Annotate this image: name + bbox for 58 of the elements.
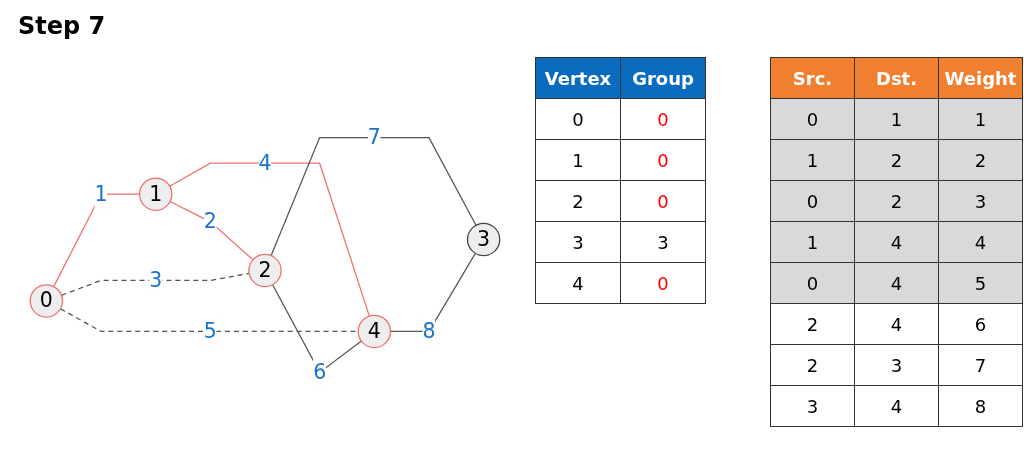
table-cell: 2	[938, 139, 1023, 181]
table-cell: 2	[770, 303, 855, 345]
column-header: Src.	[770, 57, 855, 99]
column-header: Group	[620, 57, 706, 99]
edge-label: 5	[203, 318, 217, 343]
table-cell: 1	[938, 98, 1023, 140]
table-cell: 4	[854, 221, 939, 263]
table-cell: 1	[770, 139, 855, 181]
column-header: Dst.	[854, 57, 939, 99]
table-cell: 3	[770, 385, 855, 427]
connector	[59, 308, 359, 333]
table-cell: 0	[770, 262, 855, 304]
table-cell: 3	[938, 180, 1023, 222]
edge-label: 6	[313, 359, 327, 384]
table-cell: 3	[854, 344, 939, 386]
node-circle: 1	[138, 177, 173, 211]
table-cell: 2	[854, 139, 939, 181]
edge-label: 3	[149, 267, 163, 292]
connector	[169, 162, 370, 317]
table-cell: 0	[770, 98, 855, 140]
column-header: Weight	[938, 57, 1023, 99]
table-cell: 1	[535, 139, 621, 181]
table-cell: 1	[854, 98, 939, 140]
node-circle: 3	[466, 222, 501, 257]
edge-label: 2	[203, 209, 217, 234]
node-circle: 0	[29, 284, 64, 318]
table-cell: 0	[620, 139, 706, 181]
node-circle: 4	[357, 314, 392, 349]
node-circle: 2	[248, 253, 282, 288]
table-cell: 2	[854, 180, 939, 222]
table-cell: 1	[770, 221, 855, 263]
table-cell: 0	[620, 262, 706, 304]
table-cell: 0	[535, 98, 621, 140]
table-cell: 7	[938, 344, 1023, 386]
table-cell: 5	[938, 262, 1023, 304]
table-cell: 0	[770, 180, 855, 222]
table-cell: 4	[535, 262, 621, 304]
table-cell: 4	[854, 262, 939, 304]
table-cell: 6	[938, 303, 1023, 345]
table-cell: 2	[535, 180, 621, 222]
table-cell: 8	[938, 385, 1023, 427]
edge-label: 8	[422, 318, 436, 343]
table-cell: 4	[854, 303, 939, 345]
table-cell: 0	[620, 180, 706, 222]
table-cell: 3	[620, 221, 706, 263]
edge-label: 1	[94, 181, 108, 206]
connector	[60, 272, 250, 296]
table-cell: 4	[938, 221, 1023, 263]
column-header: Vertex	[535, 57, 621, 99]
connector	[169, 200, 254, 261]
table-cell: 4	[854, 385, 939, 427]
title: Step 7	[18, 12, 106, 40]
table-cell: 0	[620, 98, 706, 140]
edge-label: 4	[258, 150, 272, 175]
table-cell: 2	[770, 344, 855, 386]
table-cell: 3	[535, 221, 621, 263]
edge-label: 7	[367, 124, 381, 150]
connector	[270, 136, 477, 257]
